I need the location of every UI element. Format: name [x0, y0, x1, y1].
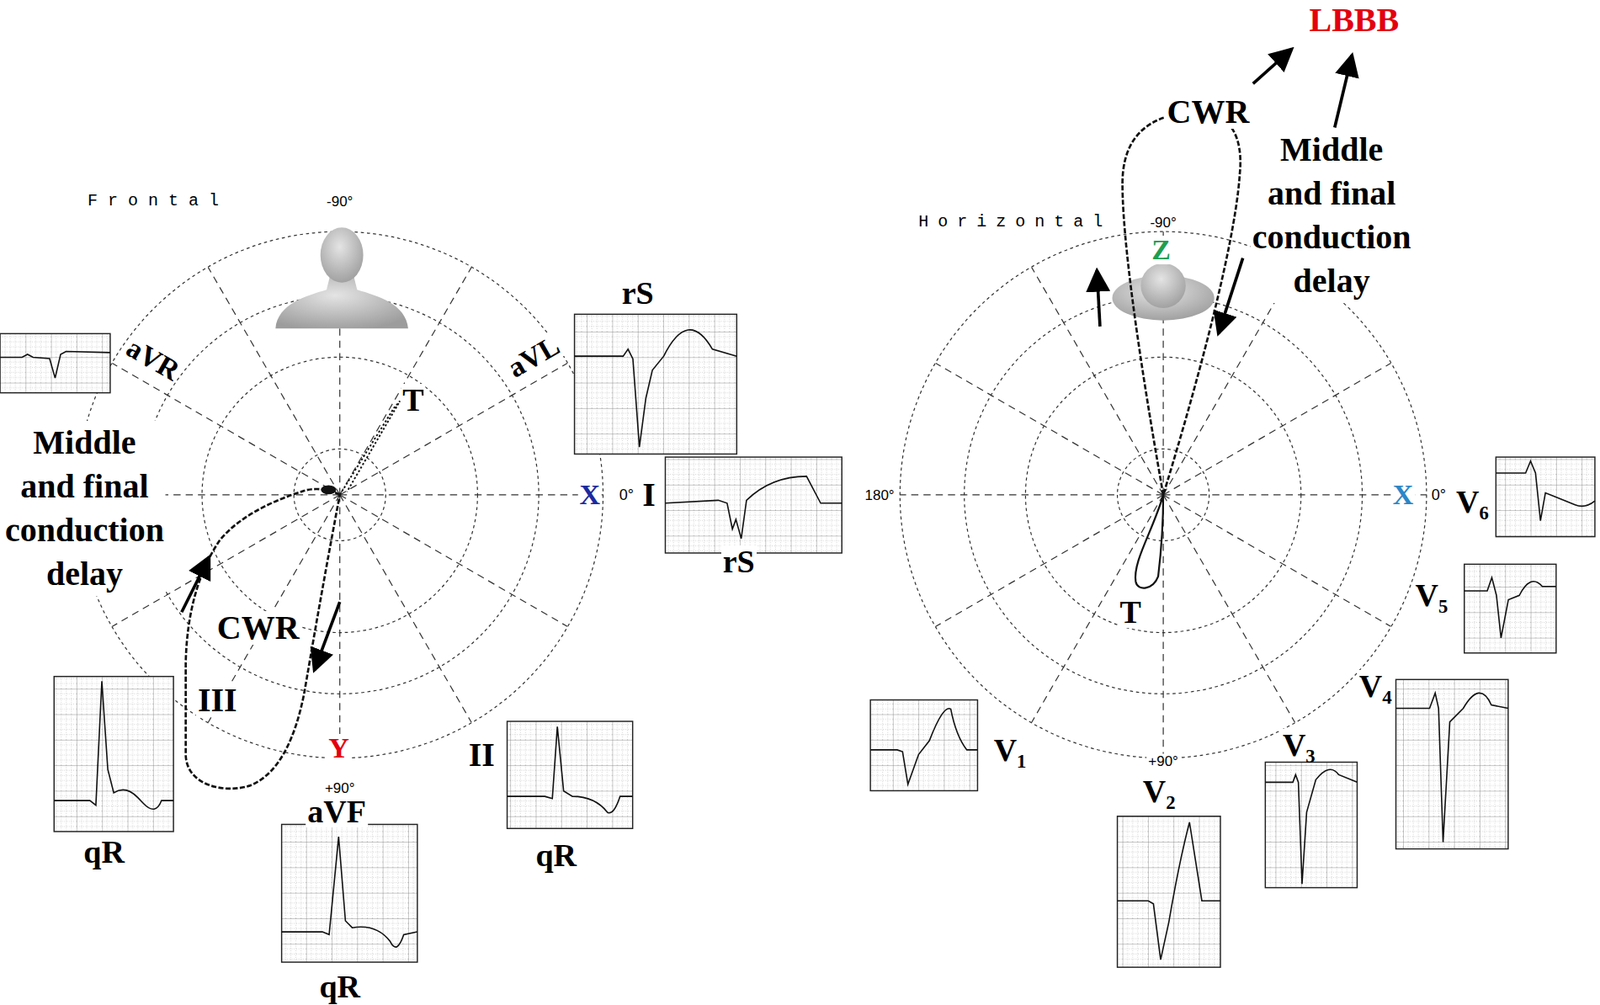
lead-label: aVR — [120, 332, 187, 387]
lead-label: I — [640, 478, 658, 512]
loop-rotation-label: CWR — [1165, 95, 1252, 129]
axis-label: X — [1391, 480, 1416, 510]
annotation-text: Middle and final conduction delay — [1250, 127, 1414, 303]
horizontal-polar-grid — [899, 231, 1427, 758]
plane-title: Horizontal — [916, 213, 1114, 231]
lead-label: II — [467, 738, 497, 772]
plane-title: Frontal — [85, 192, 231, 210]
complex-label: qR — [81, 835, 127, 868]
t-loop-label: T — [400, 383, 426, 416]
complex-label: rS — [620, 276, 656, 309]
t-loop-label: T — [1118, 595, 1143, 628]
lead-label: aVL — [501, 330, 566, 385]
direction-arrows — [181, 48, 1353, 670]
degree-label: -90° — [1148, 215, 1178, 230]
lead-label: V₃ — [1281, 728, 1318, 761]
lead-label: V₄ — [1357, 669, 1394, 702]
lead-label: aVF — [305, 795, 368, 828]
degree-label: 180° — [862, 488, 896, 503]
lead-label: V₆ — [1454, 485, 1491, 518]
annotation-text: Middle and final conduction delay — [3, 420, 166, 596]
complex-label: qR — [317, 970, 362, 1003]
degree-label: +90° — [1146, 754, 1181, 769]
complex-label: rS — [721, 545, 757, 578]
axis-label: Z — [1149, 235, 1173, 265]
axis-label: Y — [326, 733, 351, 763]
torso-figure — [275, 227, 409, 329]
qrs-loops — [186, 111, 1241, 789]
degree-label: 0° — [617, 487, 636, 503]
degree-label: +90° — [323, 780, 357, 795]
complex-label: qR — [533, 839, 579, 872]
axis-label: X — [577, 480, 602, 510]
loop-rotation-label: CWR — [215, 611, 302, 645]
lead-label: V₁ — [992, 733, 1029, 766]
ecg-strips — [0, 313, 1595, 968]
degree-label: -90° — [324, 193, 355, 208]
degree-label: 0° — [1429, 487, 1448, 503]
diagnosis-label: LBBB — [1307, 3, 1401, 38]
lead-label: III — [196, 683, 240, 718]
lead-label: V₅ — [1413, 579, 1451, 612]
lead-label: V₂ — [1141, 775, 1178, 808]
